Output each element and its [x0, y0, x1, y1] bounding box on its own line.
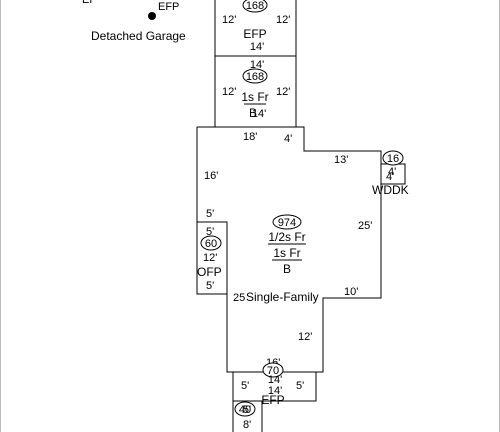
main-dim-top: 18' [243, 131, 257, 143]
main-area: 974 [278, 217, 296, 229]
bottom-unit-dim-b: 8' [243, 419, 251, 431]
addition-area: 168 [246, 71, 264, 83]
bottom-unit-area-badge [234, 401, 256, 417]
porch-bottom-area: 70 [267, 365, 279, 377]
addition-area-badge [242, 68, 268, 84]
porch-bottom-code: EFP [261, 393, 284, 407]
porch-bottom-area-badge [262, 362, 284, 378]
efp-top-dim-left: 12' [222, 14, 236, 26]
addition-dim-right: 12' [276, 86, 290, 98]
addition-dim-left: 12' [222, 86, 236, 98]
addition-depth-top: 14' [250, 59, 264, 71]
ofp-area-badge [200, 235, 222, 251]
main-label-2: 1s Fr [273, 246, 300, 260]
main-label-3: B [283, 262, 291, 276]
bottom-unit-area: 40 [239, 404, 251, 416]
wddk-dim-b: 4' [386, 171, 394, 183]
main-dim-inset: 5' [206, 208, 214, 220]
porch-bottom-dim-top: 14' [268, 374, 282, 386]
main-dim-lower-right: 12' [298, 331, 312, 343]
wddk-area: 16 [387, 153, 399, 165]
wddk-code: WDDK [372, 183, 409, 197]
efp-top-depth: 14' [250, 41, 264, 53]
main-dim-bottom-right: 10' [344, 286, 358, 298]
ofp-dim-side: 12' [203, 252, 217, 264]
ofp-area: 60 [205, 238, 217, 250]
main-dim-bottom-left: 25 [233, 292, 245, 304]
main-dim-step: 4' [284, 133, 292, 145]
addition-label-2: B [249, 106, 257, 120]
wddk-dim-a: 4' [388, 166, 396, 178]
main-dim-upper-left: 16' [204, 170, 218, 182]
porch-bottom-dim-left: 5' [241, 380, 249, 392]
efp-top-area: 168 [246, 0, 264, 12]
garage-name-label: Detached Garage [91, 29, 186, 43]
efp-top-dim-right: 12' [276, 14, 290, 26]
ofp-dim-top: 5' [206, 226, 214, 238]
top-fragment-label: EF [82, 0, 96, 6]
main-dim-right-top: 13' [334, 154, 348, 166]
garage-code-label: EFP [158, 1, 179, 13]
ofp-code: OFP [197, 265, 222, 279]
ofp-dim-bottom: 5' [206, 280, 214, 292]
main-label-1: 1/2s Fr [268, 230, 305, 244]
addition-overlap-dim: 14' [252, 108, 266, 120]
efp-top-code: EFP [243, 27, 266, 41]
main-area-badge [272, 214, 302, 230]
main-name-label: Single-Family [246, 290, 319, 304]
garage-marker [148, 12, 156, 20]
porch-bottom-dim-bottom: 14' [268, 385, 282, 397]
efp-top-area-badge [242, 0, 268, 13]
addition-label-1: 1s Fr [241, 90, 268, 104]
ofp-outline [196, 221, 228, 295]
main-dim-right: 25' [358, 220, 372, 232]
porch-bottom-dim-right: 5' [296, 380, 304, 392]
bottom-unit-dim-a: 5' [243, 404, 251, 416]
wddk-area-badge [382, 150, 404, 166]
